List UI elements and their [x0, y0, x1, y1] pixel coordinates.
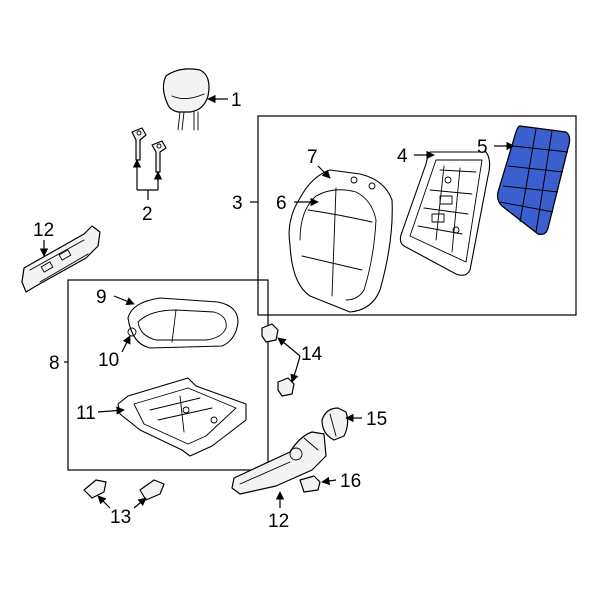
cushion-group-box [67, 279, 269, 471]
callout-9[interactable]: 9 [96, 287, 107, 308]
callout-12-lower[interactable]: 12 [268, 511, 289, 532]
side-cap-part[interactable] [321, 407, 349, 441]
seatback-cover-part[interactable] [288, 169, 393, 313]
callout-13[interactable]: 13 [110, 507, 131, 528]
leader-7 [317, 165, 331, 179]
leader-13b [133, 497, 147, 509]
callout-1[interactable]: 1 [231, 90, 242, 111]
seat-cushion-part[interactable] [127, 297, 239, 349]
leader-16 [321, 476, 337, 486]
callout-6[interactable]: 6 [276, 193, 287, 214]
callout-3[interactable]: 3 [232, 193, 243, 214]
side-shield-lower-part[interactable] [231, 431, 327, 495]
end-cap-part[interactable] [83, 479, 165, 501]
callout-15[interactable]: 15 [366, 409, 387, 430]
callout-4[interactable]: 4 [397, 146, 408, 167]
callout-2[interactable]: 2 [142, 204, 153, 225]
leader-2c [137, 189, 158, 200]
callout-5[interactable]: 5 [477, 137, 488, 158]
leader-13 [97, 495, 111, 509]
leader-10 [121, 335, 131, 353]
bracket-part[interactable] [261, 323, 295, 397]
callout-12-upper[interactable]: 12 [33, 220, 54, 241]
side-cover-upper-part[interactable] [21, 225, 101, 293]
leader-11 [97, 406, 125, 415]
callout-10[interactable]: 10 [98, 350, 119, 371]
cushion-frame-part[interactable] [117, 377, 247, 457]
callout-7[interactable]: 7 [307, 147, 318, 168]
seatback-frame-part[interactable] [399, 151, 491, 276]
callout-14[interactable]: 14 [301, 344, 323, 365]
leader-14b [290, 355, 301, 383]
seatback-group-box [257, 115, 577, 316]
callout-11[interactable]: 11 [76, 403, 96, 424]
small-cap-part[interactable] [299, 475, 321, 493]
leader-9 [113, 295, 135, 306]
callout-16[interactable]: 16 [340, 471, 361, 492]
headrest-part[interactable] [162, 68, 210, 131]
headrest-guide-part[interactable] [131, 127, 167, 173]
callout-8[interactable]: 8 [49, 353, 60, 374]
seatback-pad-highlight-part[interactable] [496, 125, 571, 236]
leader-14 [277, 337, 301, 357]
